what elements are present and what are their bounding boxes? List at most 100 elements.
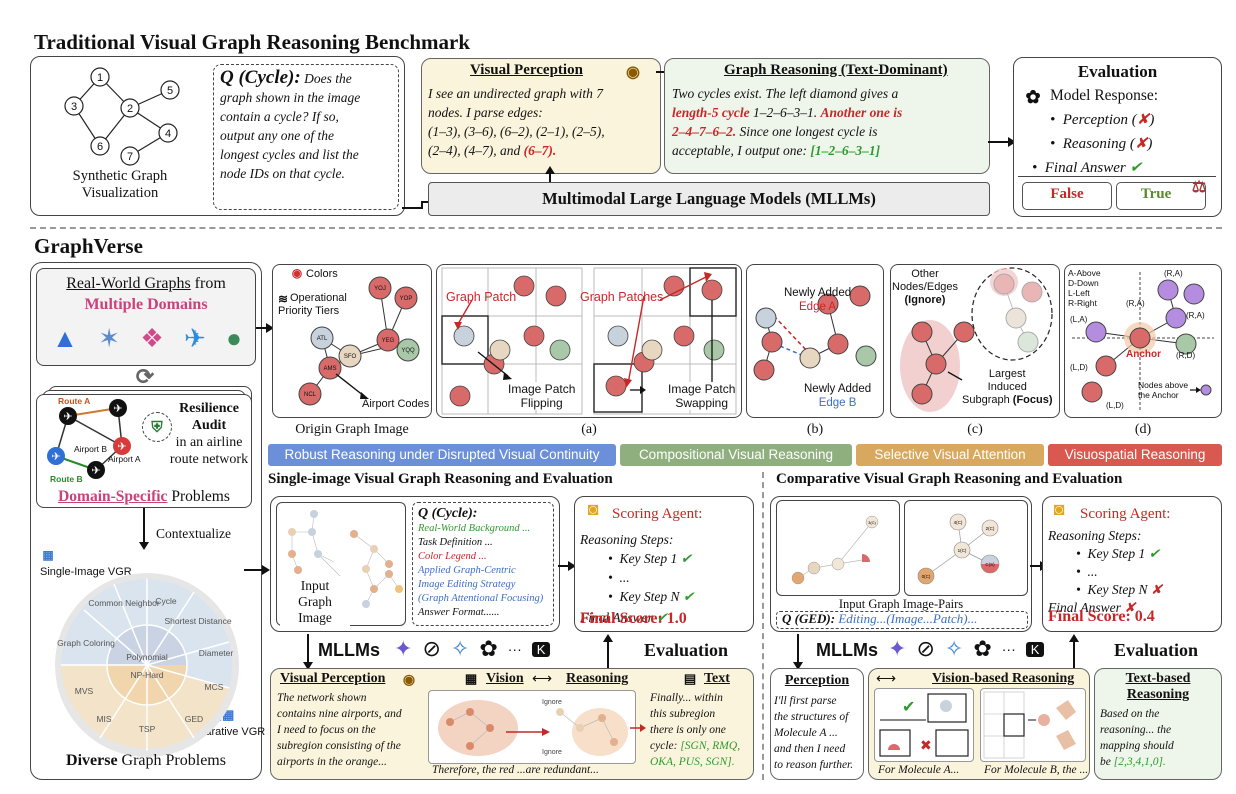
perception-text: I'll first parse the structures of Molec…	[774, 695, 854, 771]
direction-label: (L,D)	[1070, 363, 1088, 372]
layers-icon: ≋	[277, 292, 289, 306]
contextualize-arrow	[139, 508, 149, 550]
eval-false-badge	[1022, 182, 1112, 210]
airport-code: AMS	[323, 366, 336, 372]
node-label: 1	[97, 72, 103, 84]
single-input-to-score	[558, 561, 576, 571]
direction-label: (R,D)	[1176, 351, 1195, 360]
airport-code: YQQ	[401, 348, 415, 354]
node-label: 5	[167, 85, 173, 97]
comparative-scoring-title: Scoring Agent:	[1080, 506, 1171, 522]
wheel-label: MVS	[75, 686, 94, 696]
gr-to-eval-arrow	[988, 137, 1016, 147]
airport-a-label: Airport A	[108, 454, 141, 464]
svg-text:✈: ✈	[51, 451, 60, 463]
graphverse-title: GraphVerse	[34, 234, 143, 258]
airport-code: SFO	[344, 354, 357, 360]
single-down-arrow	[303, 634, 313, 670]
input-graph-label: Input Graph Image	[280, 578, 350, 626]
wheel-label: Diameter	[199, 648, 234, 658]
route-a-label: Route A	[58, 396, 90, 406]
comparative-model-logos: ✦ ⊘ ✧ ✿ ··· K	[888, 636, 1045, 662]
eval-model-response: Model Response:	[1050, 87, 1159, 104]
for-molecule-b: For Molecule B, the ...	[984, 764, 1089, 776]
pill-robust: Robust Reasoning under Disrupted Visual …	[268, 444, 616, 466]
airport-b-label: Airport B	[74, 444, 107, 454]
graph-node	[120, 146, 140, 166]
panel-d-graph: (R,A) (R,A) (R,A) (L,A) (L,D) (R,D) (L,D…	[1070, 269, 1214, 412]
chart-icon: ▲	[52, 322, 78, 353]
question-text: Q (Cycle): Does the graph shown in the i…	[220, 67, 361, 181]
single-question-box	[412, 502, 554, 626]
network-icon: ●	[226, 322, 242, 353]
tbr-title: Text-based Reasoning	[1125, 671, 1191, 702]
airport-code: YOP	[400, 296, 413, 302]
pair-node-label: 4(C)	[954, 520, 963, 525]
airport-code: YOJ	[374, 286, 386, 292]
single-model-logos: ✦ ⊘ ✧ ✿ ··· K	[394, 636, 551, 662]
openai-logo-icon: ✿	[973, 636, 992, 661]
single-vp-title: Visual Perception	[280, 671, 386, 686]
vbr-graph-b	[983, 691, 1076, 759]
robot-icon: ◙	[587, 498, 599, 519]
wheel-inner-label: NP-Hard	[130, 670, 163, 680]
pair-node-label: 0(C)	[922, 574, 931, 579]
eval-false-label: False	[1050, 186, 1084, 202]
vertical-divider	[762, 472, 764, 780]
wheel-label: TSP	[139, 724, 156, 734]
vp-text: I see an undirected graph with 7 nodes. …	[428, 86, 605, 158]
graph-node	[158, 123, 178, 143]
openai-logo-icon: ✿	[1025, 86, 1041, 107]
panel-c-graph	[900, 267, 1053, 412]
grok-logo-icon: ⊘	[422, 636, 441, 661]
single-reasoning: Reasoning	[566, 671, 629, 686]
new-edge-a: Newly Added Edge A	[784, 287, 852, 313]
qwen-logo-icon: ✦	[888, 636, 907, 661]
single-finally: Finally... within this subregion there i…	[650, 692, 741, 768]
wheel-label: Shortest Distance	[164, 616, 231, 626]
pill-compositional: Compositional Visual Reasoning	[620, 444, 852, 466]
molecule-icon: ✶	[98, 322, 121, 353]
kimi-logo-icon: K	[531, 641, 551, 657]
single-text: Text	[704, 671, 730, 686]
largest-subgraph-label: Largest Induced Subgraph (Focus)	[962, 368, 1053, 406]
vbr-arrow: ⟷	[876, 670, 897, 686]
graph-node	[160, 80, 180, 100]
gemini-logo-icon: ✧	[944, 636, 964, 661]
comparative-scoring-panel	[1042, 496, 1222, 632]
pair-graph-a: 3(C)	[791, 515, 879, 585]
airport-code: ATL	[317, 336, 328, 342]
contextualize-label: Contextualize	[156, 526, 231, 541]
origin-graph: YOJ YOP YEG ATL SFO YQQ AMS NCL	[298, 276, 420, 406]
comparative-final-score: Final Score: 0.4	[1048, 608, 1155, 625]
origin-codes: Airport Codes	[362, 398, 430, 410]
graph-node	[90, 67, 110, 87]
direction-label: (R,A)	[1164, 269, 1183, 278]
eval-true-label: True	[1140, 186, 1172, 202]
nodes-above-label: Nodes above the Anchor	[1138, 380, 1189, 400]
node-label: 7	[127, 151, 133, 163]
single-vgr-label: Single-Image VGR	[40, 566, 132, 578]
origin-caption: Origin Graph Image	[295, 422, 409, 437]
patch-flipping-label: Image Patch Flipping	[508, 382, 576, 410]
panel-a-graphs	[441, 267, 737, 415]
wheel-label: GED	[185, 714, 203, 724]
comp-down-arrow	[793, 634, 803, 670]
gr-text: Two cycles exist. The left diamond gives…	[672, 86, 903, 158]
single-up-arrow	[603, 634, 613, 672]
wheel-label: Common Neighbor	[88, 598, 160, 608]
vbr-image-b	[980, 688, 1086, 762]
section-divider	[30, 227, 1222, 229]
resilience-audit: Resilience Audit in an airline route net…	[169, 401, 249, 467]
pair-graph-b: 4(C) 2(C) 1(C) 0(C) C(S)	[917, 513, 1000, 585]
ignore-label: Ignore	[542, 749, 562, 756]
vision-reasoning-arrow: ⟷	[532, 670, 553, 686]
single-vision-graphs: Ignore Ignore	[438, 699, 628, 756]
other-nodes-label: Other Nodes/Edges (Ignore)	[892, 268, 959, 306]
airplane-icon: ✈	[183, 322, 206, 353]
direction-legend: A-Above D-Down L-Left R-Right	[1068, 268, 1101, 308]
wheel-label: MIS	[96, 714, 111, 724]
single-final-score: Final Score: 1.0	[580, 610, 687, 627]
svg-text:✈: ✈	[91, 465, 100, 477]
eye-icon: ◉	[402, 670, 416, 687]
